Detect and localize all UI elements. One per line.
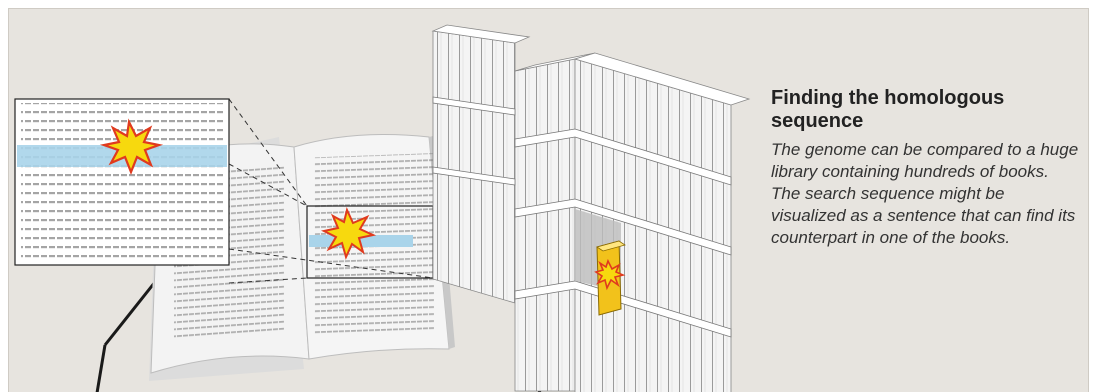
figure-panel: Finding the homologous sequence The geno… bbox=[8, 8, 1089, 392]
caption-title: Finding the homologous sequence bbox=[771, 87, 1081, 133]
magnified-page bbox=[15, 99, 229, 265]
caption: Finding the homologous sequence The geno… bbox=[771, 87, 1081, 249]
bookshelf bbox=[433, 25, 749, 392]
caption-body: The genome can be compared to a huge lib… bbox=[771, 139, 1081, 249]
pointer-line-left bbox=[97, 345, 105, 392]
